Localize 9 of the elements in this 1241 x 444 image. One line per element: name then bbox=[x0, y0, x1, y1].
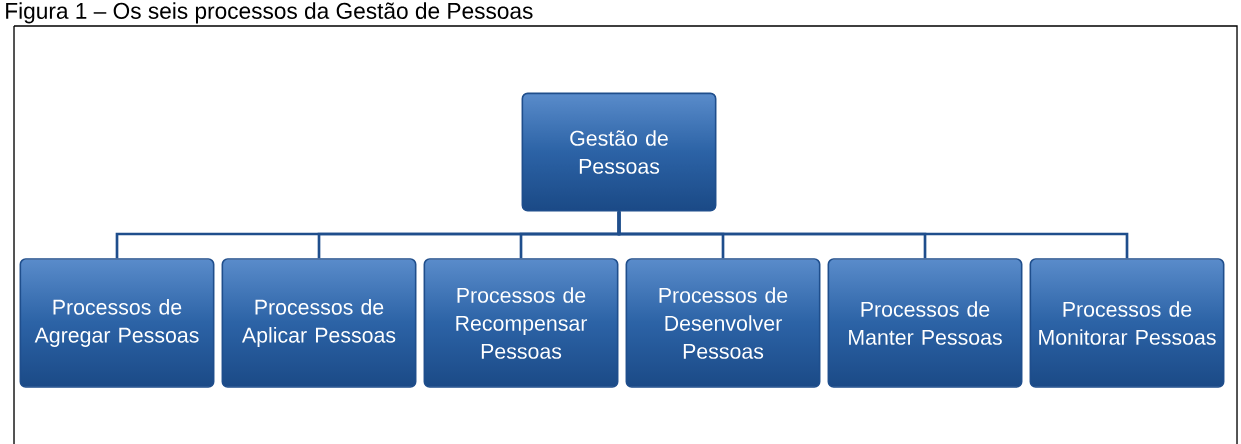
connector-line bbox=[617, 211, 1129, 259]
figure-title: Figura 1 – Os seis processos da Gestão de Pessoas bbox=[6, 2, 533, 24]
process-box: Processos de Recompensar Pessoas bbox=[423, 258, 619, 388]
process-box: Processos de Agregar Pessoas bbox=[19, 258, 215, 388]
process-box: Processos de Desenvolver Pessoas bbox=[625, 258, 821, 388]
root-box: Gestão de Pessoas bbox=[521, 92, 717, 212]
process-box: Processos de Aplicar Pessoas bbox=[221, 258, 417, 388]
process-box: Processos de Manter Pessoas bbox=[827, 258, 1023, 388]
process-box: Processos de Monitorar Pessoas bbox=[1029, 258, 1225, 388]
